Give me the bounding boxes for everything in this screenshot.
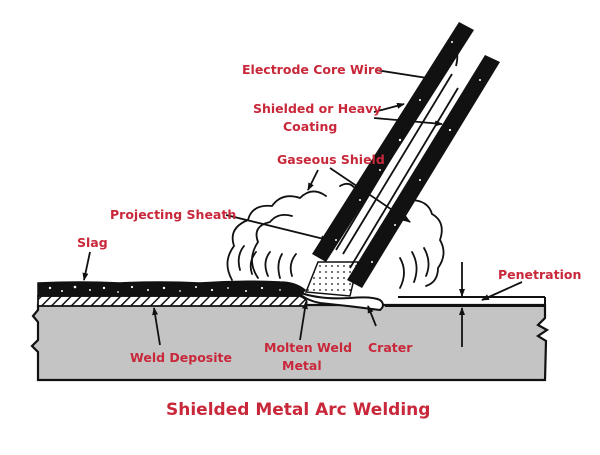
label-slag: Slag [77, 235, 108, 250]
leader-core-wire [375, 69, 441, 82]
label-crater: Crater [368, 340, 413, 355]
slag-layer [37, 280, 307, 297]
label-coating-line1: Shielded or Heavy [253, 101, 381, 116]
arc-spray [304, 261, 359, 297]
gaseous-shield-cloud [226, 182, 445, 289]
label-electrode-core-wire: Electrode Core Wire [242, 62, 383, 77]
label-penetration: Penetration [498, 267, 581, 282]
label-coating-line2: Coating [283, 119, 337, 134]
leader-slag [82, 251, 91, 281]
label-molten-weld-line2: Metal [282, 358, 322, 373]
leader-gaseous-a [307, 169, 319, 191]
leader-weld-deposite [152, 307, 161, 346]
leader-lines [82, 69, 523, 347]
electrode [312, 22, 500, 288]
leader-sheath [225, 214, 329, 242]
label-gaseous-shield: Gaseous Shield [277, 152, 385, 167]
label-weld-deposite: Weld Deposite [130, 350, 232, 365]
weld-deposit [37, 295, 308, 307]
leader-coating-b [373, 117, 443, 127]
leader-gaseous-b [329, 167, 411, 223]
leader-molten [299, 301, 308, 341]
base-plate [30, 296, 550, 382]
label-projecting-sheath: Projecting Sheath [110, 207, 236, 222]
leader-coating-a [373, 102, 405, 113]
molten-pool [297, 291, 384, 312]
leader-crater [367, 305, 377, 327]
label-molten-weld-line1: Molten Weld [264, 340, 352, 355]
diagram-title: Shielded Metal Arc Welding [166, 400, 430, 420]
leader-penetration [481, 281, 523, 301]
labels: Electrode Core Wire Shielded or Heavy Co… [77, 62, 581, 420]
